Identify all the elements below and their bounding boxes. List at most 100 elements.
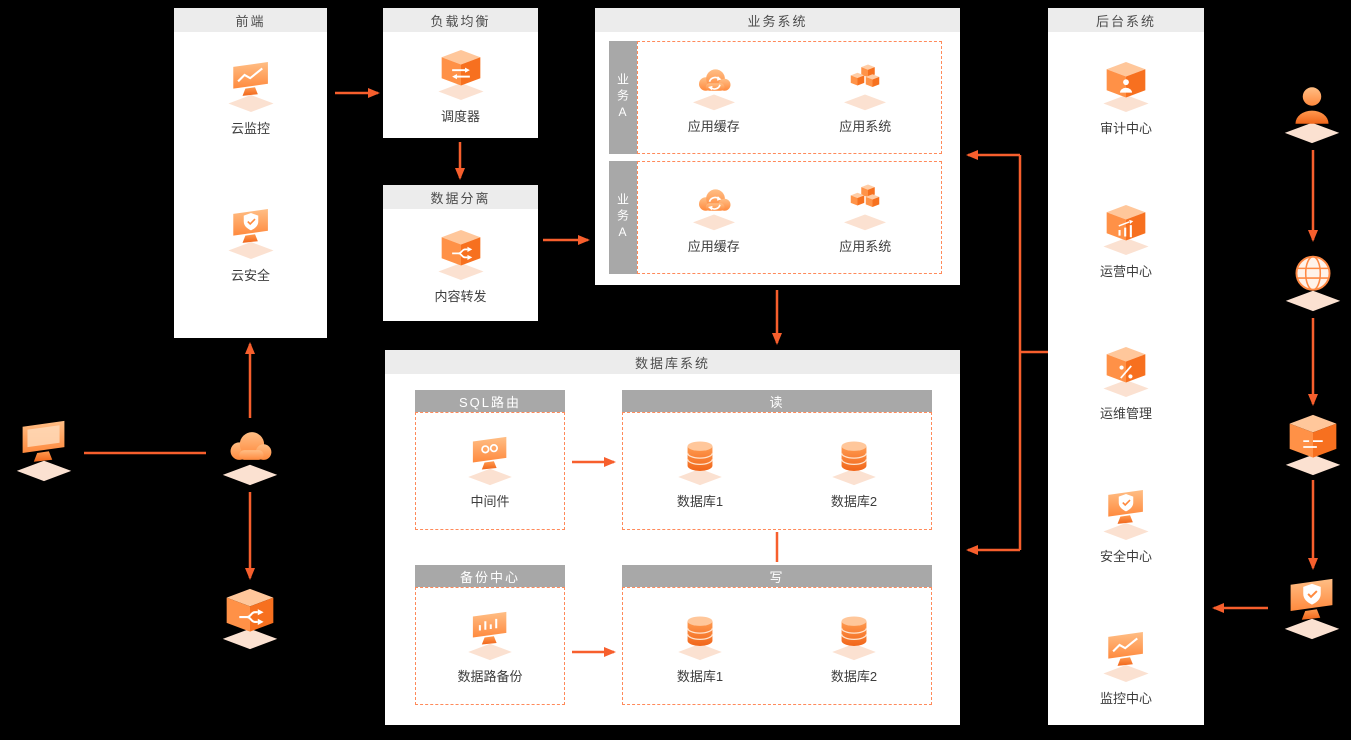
node-content-forward: 内容转发 [431, 226, 491, 305]
cloud-float [214, 420, 286, 490]
middleware-icon [461, 433, 519, 489]
database-icon [825, 608, 883, 664]
business-group-box: 应用缓存 应用系统 [637, 41, 942, 154]
user-float [1276, 78, 1348, 148]
node-cloud-security: 云安全 [221, 205, 281, 284]
panel-database-system-title: 数据库系统 [385, 350, 960, 374]
database-icon [825, 433, 883, 489]
panel-frontend-body: 云监控 云安全 [174, 32, 327, 338]
node-db-read-2: 数据库2 [825, 433, 883, 510]
monitor-chart-icon [221, 58, 281, 116]
node-label: 监控中心 [1099, 691, 1152, 706]
security-terminal-float [1276, 574, 1348, 644]
business-group-box: 应用缓存 应用系统 [637, 161, 942, 274]
panel-frontend: 前端 云监控 云安全 [174, 8, 327, 338]
panel-data-separation-body: 内容转发 [383, 209, 538, 321]
cube-tools-icon [1096, 343, 1156, 401]
panel-data-separation-title: 数据分离 [383, 185, 538, 209]
cubes-icon [837, 60, 893, 114]
node-label: 数据库2 [830, 493, 878, 509]
node-label: 数据库1 [676, 668, 724, 684]
cube-person-icon [1096, 58, 1156, 116]
panel-data-separation: 数据分离 内容转发 [383, 185, 538, 321]
node-operation-center: 运营中心 [1096, 201, 1156, 280]
internet-float [1277, 246, 1349, 316]
node-app-system: 应用系统 [837, 60, 893, 135]
subheader-sql-router: SQL路由 [415, 390, 565, 412]
globe-icon [1277, 246, 1349, 316]
panel-backend-system: 后台系统 审计中心 运营中心 运维管理 安全中心 监控中心 [1048, 8, 1204, 725]
panel-business-system: 业务系统 业务A 应用缓存 应用系统 业务A 应用缓存 [595, 8, 960, 285]
node-label: 审计中心 [1099, 121, 1152, 136]
node-cloud-monitor: 云监控 [221, 58, 281, 137]
node-db-write-2: 数据库2 [825, 608, 883, 685]
panel-load-balancer: 负载均衡 调度器 [383, 8, 538, 138]
monitor-shield-icon [1096, 486, 1156, 544]
node-label: 云安全 [230, 268, 270, 283]
node-label: 内容转发 [434, 288, 487, 304]
box-read: 数据库1 数据库2 [622, 412, 932, 530]
monitor-bars-icon [461, 608, 519, 664]
node-label: 运维管理 [1099, 406, 1152, 421]
node-label: 安全中心 [1099, 548, 1152, 564]
node-label: 数据库2 [830, 668, 878, 684]
panel-backend-system-title: 后台系统 [1048, 8, 1204, 32]
business-group-1: 业务A 应用缓存 应用系统 [609, 41, 942, 154]
panel-business-system-title: 业务系统 [595, 8, 960, 32]
node-app-cache: 应用缓存 [686, 180, 742, 255]
cube-arrows-icon [431, 46, 491, 104]
panel-load-balancer-title: 负载均衡 [383, 8, 538, 32]
node-middleware: 中间件 [461, 433, 519, 510]
node-app-system: 应用系统 [837, 180, 893, 255]
cloud-sync-icon [686, 60, 742, 114]
node-label: 数据库1 [676, 493, 724, 509]
node-security-center: 安全中心 [1096, 486, 1156, 565]
node-ops-management: 运维管理 [1096, 343, 1156, 422]
business-group-2: 业务A 应用缓存 应用系统 [609, 161, 942, 274]
panel-frontend-title: 前端 [174, 8, 327, 32]
box-backup-center: 数据路备份 [415, 587, 565, 705]
node-label: 数据路备份 [457, 668, 523, 684]
node-label: 云监控 [230, 121, 270, 136]
cubes-icon [837, 180, 893, 234]
node-audit-center: 审计中心 [1096, 58, 1156, 137]
terminal-icon [8, 416, 80, 486]
node-scheduler: 调度器 [431, 46, 491, 125]
node-monitor-center: 监控中心 [1096, 628, 1156, 707]
panel-database-system: 数据库系统 SQL路由 中间件 读 数据库1 数据库2 备份中心 数据路备份 [385, 350, 960, 725]
box-write: 数据库1 数据库2 [622, 587, 932, 705]
cloud-icon [214, 420, 286, 490]
cube-icon [1277, 410, 1349, 480]
box-sql-router: 中间件 [415, 412, 565, 530]
node-label: 运营中心 [1099, 263, 1152, 279]
monitor-chart-icon [1096, 628, 1156, 686]
monitor-shield-icon [221, 205, 281, 263]
cube-chart-icon [1096, 201, 1156, 259]
cloud-sync-icon [686, 180, 742, 234]
database-icon [671, 433, 729, 489]
panel-load-balancer-body: 调度器 [383, 32, 538, 138]
subheader-read: 读 [622, 390, 932, 412]
business-group-tab: 业务A [609, 161, 637, 274]
node-db-write-1: 数据库1 [671, 608, 729, 685]
person-icon [1276, 78, 1348, 148]
node-label: 中间件 [470, 493, 510, 509]
content-forward-float [214, 584, 286, 654]
subheader-backup-center: 备份中心 [415, 565, 565, 587]
service-cube-float [1277, 410, 1349, 480]
node-app-cache: 应用缓存 [686, 60, 742, 135]
monitor-shield-icon [1276, 574, 1348, 644]
node-label: 应用系统 [839, 119, 892, 134]
node-label: 应用缓存 [687, 239, 740, 254]
node-label: 应用缓存 [687, 119, 740, 134]
subheader-write: 写 [622, 565, 932, 587]
node-data-backup: 数据路备份 [457, 608, 523, 685]
panel-backend-system-body: 审计中心 运营中心 运维管理 安全中心 监控中心 [1048, 32, 1204, 725]
terminal-float [8, 416, 80, 486]
database-icon [671, 608, 729, 664]
cube-split-icon [214, 584, 286, 654]
business-group-tab: 业务A [609, 41, 637, 154]
node-db-read-1: 数据库1 [671, 433, 729, 510]
node-label: 调度器 [440, 108, 480, 124]
